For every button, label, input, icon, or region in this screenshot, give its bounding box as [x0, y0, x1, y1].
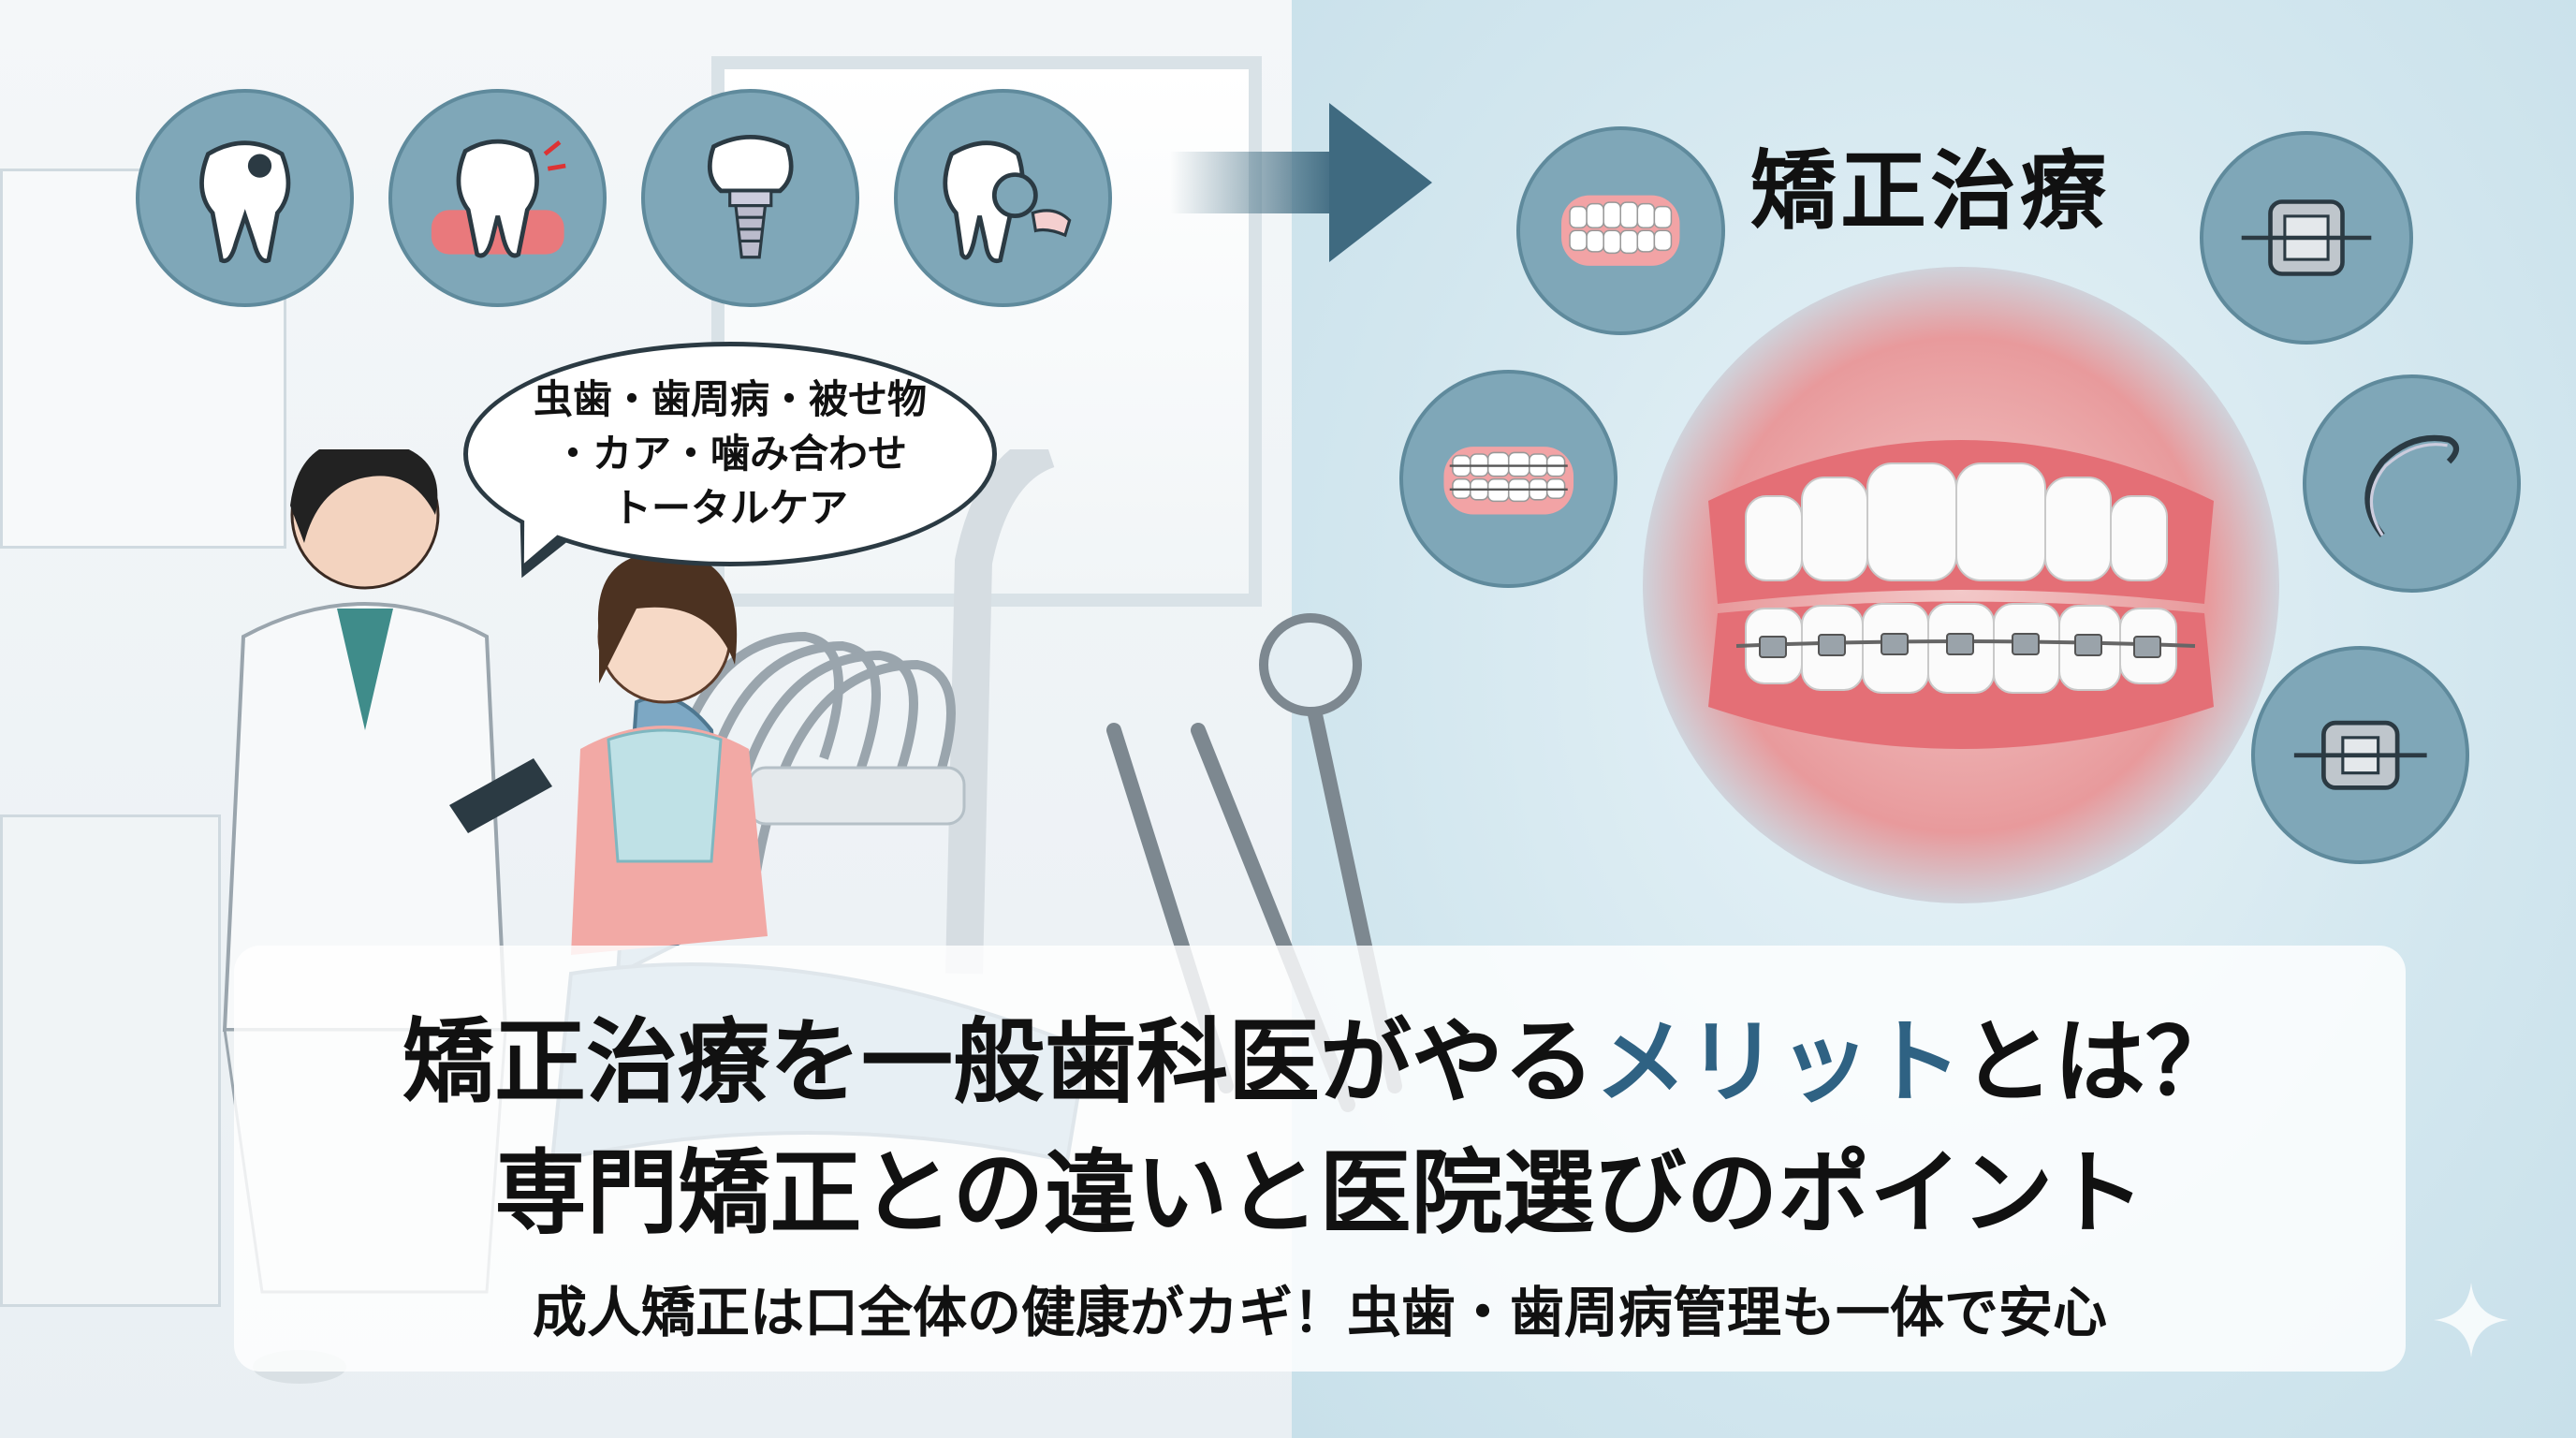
speech-bubble: 虫歯・歯周病・被せ物 ・カア・噛み合わせ トータルケア: [463, 342, 997, 566]
sink-counter: [0, 814, 221, 1307]
headline-line-1: 矯正治療を一般歯科医がやるメリットとは？: [234, 988, 2406, 1121]
bubble-line-2: ・カア・噛み合わせ: [552, 431, 907, 477]
bracket-icon: [2200, 131, 2413, 345]
dental-implant-icon: [641, 89, 859, 307]
gum-disease-tooth-icon: [388, 89, 607, 307]
headline-line-2: 専門矯正との違いと医院選びのポイント: [494, 1140, 2145, 1247]
bubble-line-1: 虫歯・歯周病・被せ物: [533, 376, 927, 422]
bracket-detail-icon: [2251, 646, 2469, 864]
braces-closeup: [1643, 267, 2279, 903]
caption-panel: 矯正治療を一般歯科医がやるメリットとは？ 専門矯正との違いと医院選びのポイント …: [234, 946, 2406, 1372]
teeth-smile-icon: [1516, 126, 1725, 335]
subheadline: 成人矯正は口全体の健康がカギ！虫歯・歯周病管理も一体で安心: [532, 1281, 2107, 1344]
right-title: 矯正治療: [1750, 141, 2111, 242]
teeth-braces-icon: [1399, 370, 1617, 588]
sparkle-icon: [2434, 1283, 2509, 1357]
headline-accent: メリット: [1594, 1009, 1962, 1116]
headline-line-1-pre: 矯正治療を一般歯科医がやる: [402, 1009, 1595, 1116]
headline-line-1-post: とは？: [1962, 1009, 2238, 1116]
bite-tooth-icon: [894, 89, 1112, 307]
arrow-right-icon: [1170, 103, 1432, 262]
bubble-line-3: トータルケア: [611, 485, 848, 531]
wire-icon: [2303, 374, 2521, 593]
decayed-tooth-icon: [136, 89, 354, 307]
